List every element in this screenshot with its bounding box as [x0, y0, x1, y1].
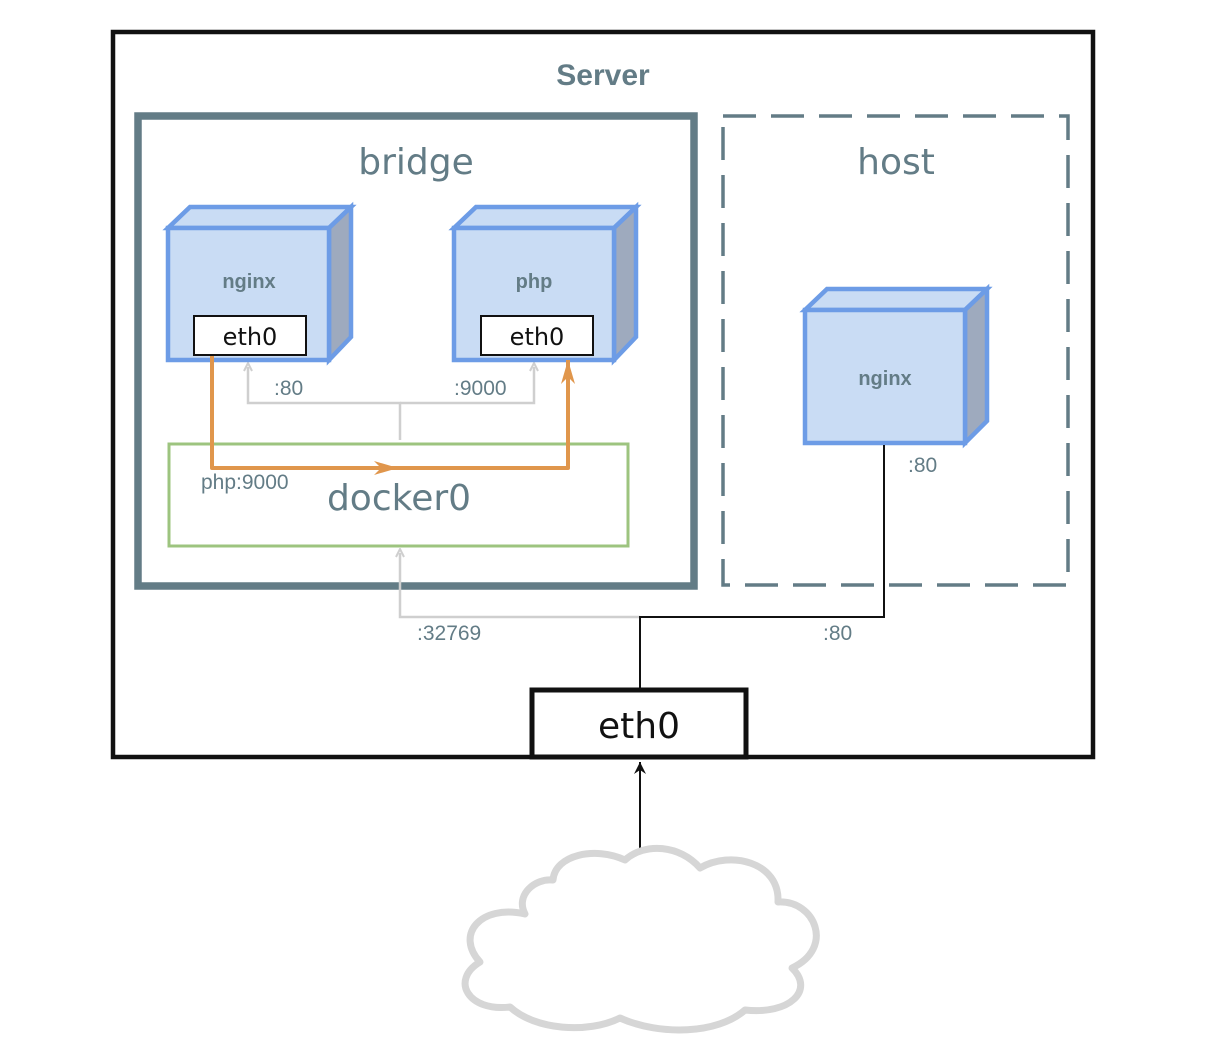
nginx-port-label: :80	[274, 377, 303, 400]
docker0-box	[167, 442, 630, 548]
bridge-published-port-label: :32769	[417, 622, 481, 645]
host-published-port-label: :80	[823, 622, 852, 645]
server-eth0-label: eth0	[598, 706, 680, 747]
nginx-to-php-route	[210, 356, 575, 475]
host-network-box	[721, 114, 1070, 587]
host-nginx-port-label: :80	[908, 454, 937, 477]
bridge-network-box	[134, 112, 698, 590]
bridge-nginx-name: nginx	[222, 271, 275, 293]
bridge-php-eth0-box	[480, 315, 594, 356]
bridge-php-eth0-label: eth0	[510, 323, 565, 351]
host-nginx-container: nginx	[799, 283, 993, 449]
server-title: Server	[556, 59, 650, 92]
bridge-nginx-eth0-box	[193, 315, 307, 356]
host-nginx-name: nginx	[858, 368, 911, 390]
php-port-label: :9000	[454, 377, 507, 400]
php-route-label: php:9000	[201, 471, 289, 494]
bridge-nginx-eth0-label: eth0	[223, 323, 278, 351]
bridge-nginx-container: nginx eth0	[162, 201, 357, 366]
server-eth0-box	[529, 687, 749, 760]
host-title: host	[857, 142, 935, 183]
bridge-php-container: php eth0	[448, 201, 642, 366]
bridge-php-name: php	[516, 271, 553, 293]
bridge-title: bridge	[358, 142, 474, 183]
docker0-label: docker0	[327, 478, 471, 519]
internal-port-routes	[248, 367, 640, 619]
host-port-route	[639, 445, 885, 690]
cloud-icon	[461, 844, 820, 1034]
